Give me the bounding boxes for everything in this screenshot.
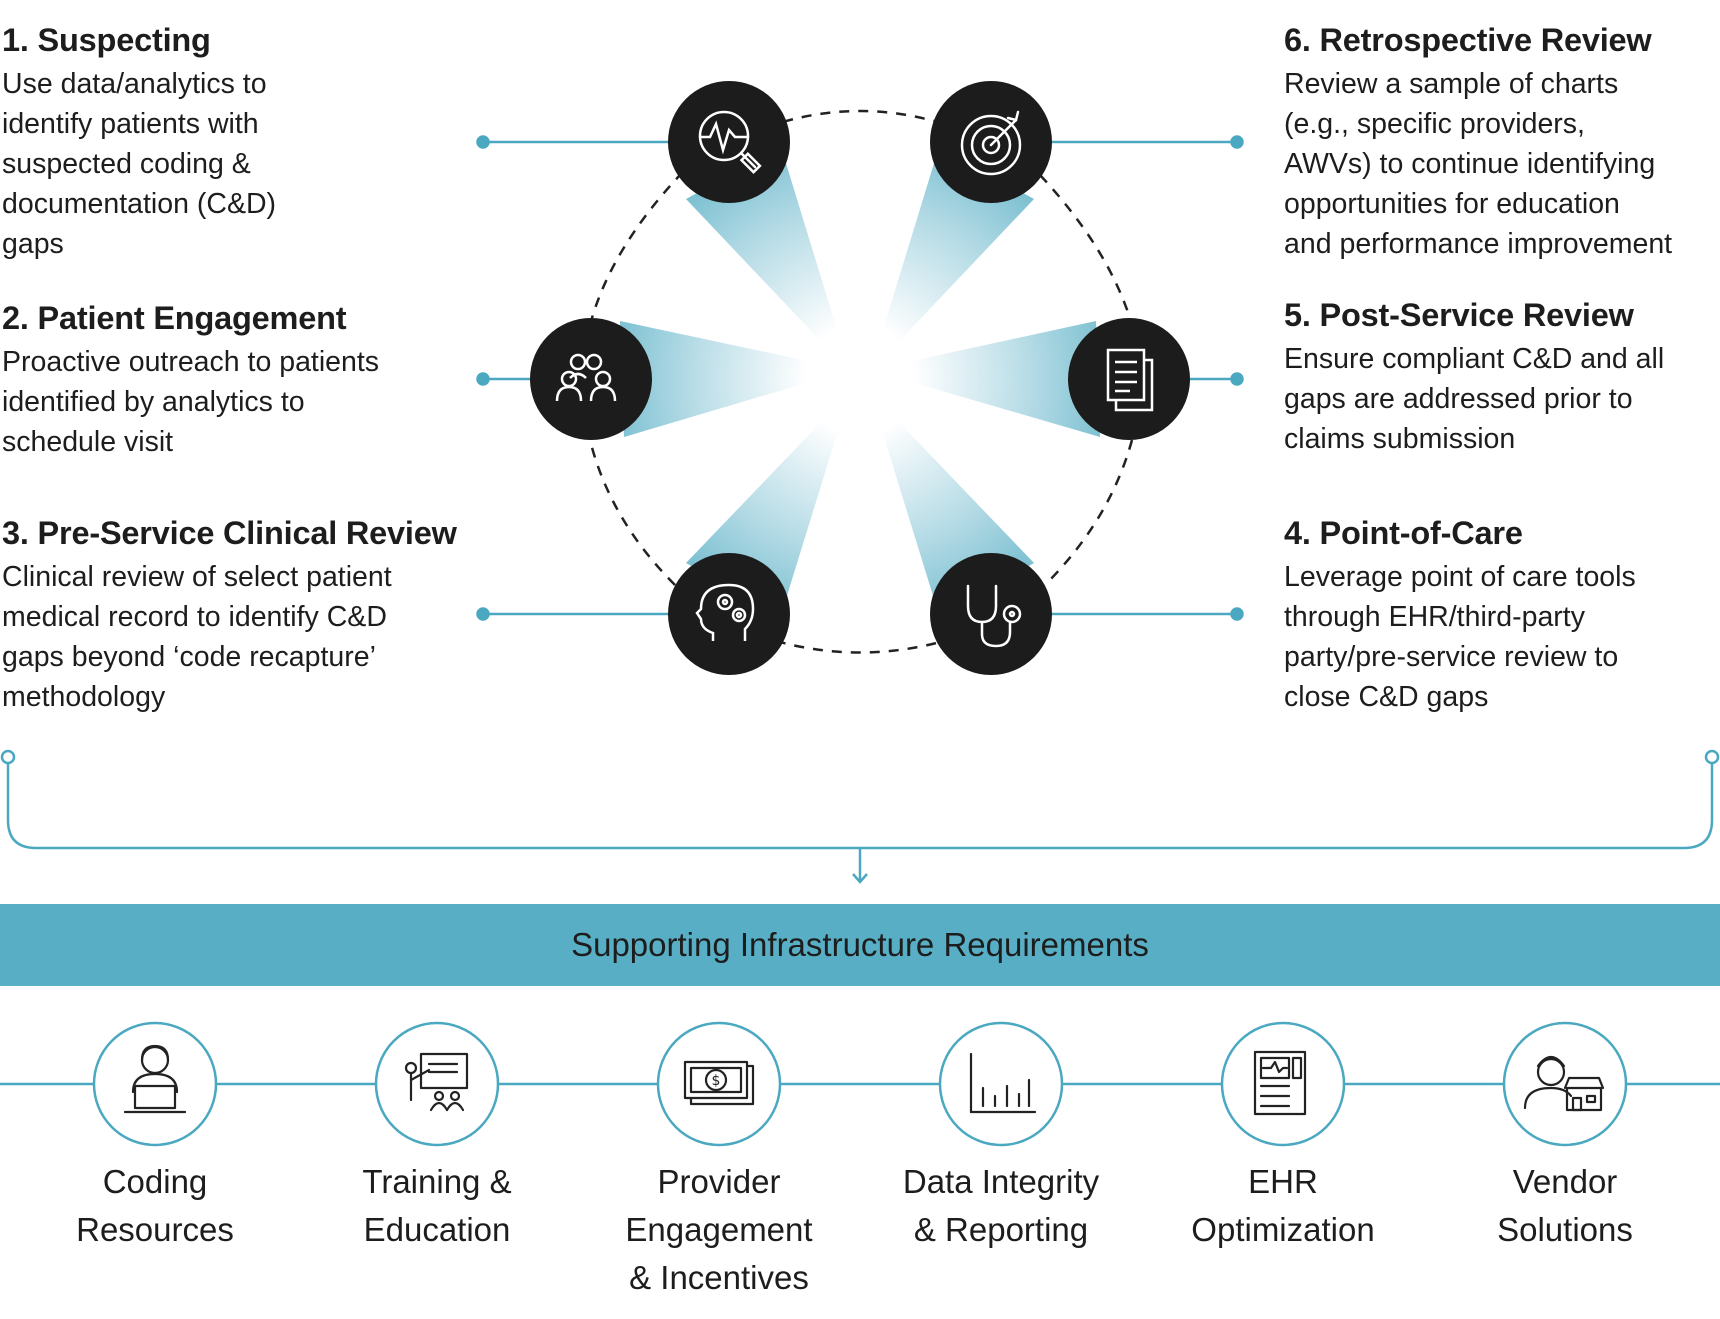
bracket-end-right	[1704, 749, 1720, 765]
svg-text:$: $	[712, 1073, 721, 1089]
step-pre-service: 3. Pre-Service Clinical Review Clinical …	[2, 513, 457, 717]
step-point-of-care: 4. Point-of-Care Leverage point of care …	[1284, 513, 1636, 717]
step-body: Proactive outreach to patients identifie…	[2, 346, 380, 458]
step-patient-engagement: 2. Patient Engagement Proactive outreach…	[2, 298, 379, 462]
money-gear-icon: $	[656, 1021, 782, 1147]
bracket-end-left	[0, 749, 16, 765]
stethoscope-icon	[930, 553, 1052, 675]
step-title: 1. Suspecting	[2, 22, 211, 58]
step-title: 6. Retrospective Review	[1284, 22, 1652, 58]
step-retrospective: 6. Retrospective Review Review a sample …	[1284, 20, 1672, 264]
connector-lines	[476, 135, 1244, 621]
ehr-screen-icon	[1220, 1021, 1346, 1147]
infra-label-coding: Coding Resources	[76, 1163, 234, 1248]
target-icon	[930, 81, 1052, 203]
step-body: Review a sample of charts (e.g., specifi…	[1284, 68, 1673, 260]
step-suspecting: 1. Suspecting Use data/analytics to iden…	[2, 20, 276, 264]
step-body: Use data/analytics to identify patients …	[2, 68, 277, 260]
infrastructure-banner: Supporting Infrastructure Requirements	[0, 904, 1720, 986]
step-post-service: 5. Post-Service Review Ensure compliant …	[1284, 295, 1664, 459]
people-group-icon	[530, 318, 652, 440]
infra-label-data: Data Integrity & Reporting	[902, 1163, 1100, 1248]
infra-label-provider: Provider Engagement & Incentives	[625, 1163, 813, 1296]
step-body: Clinical review of select patient medica…	[2, 561, 392, 713]
step-title: 5. Post-Service Review	[1284, 297, 1634, 333]
bracket-connector	[6, 757, 1714, 884]
analytics-search-icon	[668, 81, 790, 203]
infra-label-ehr: EHR Optimization	[1191, 1163, 1375, 1248]
infra-label-training: Training & Education	[362, 1163, 512, 1248]
infra-label-vendor: Vendor Solutions	[1497, 1163, 1633, 1248]
light-rays	[620, 147, 1100, 615]
infrastructure-title: Supporting Infrastructure Requirements	[571, 926, 1149, 963]
vendor-store-icon	[1502, 1021, 1628, 1147]
presentation-icon	[374, 1021, 500, 1147]
coder-laptop-icon	[92, 1021, 218, 1147]
step-title: 4. Point-of-Care	[1284, 515, 1523, 551]
step-body: Leverage point of care tools through EHR…	[1284, 561, 1636, 713]
bar-chart-icon	[938, 1021, 1064, 1147]
step-body: Ensure compliant C&D and all gaps are ad…	[1284, 343, 1665, 455]
head-gears-icon	[668, 553, 790, 675]
step-title: 3. Pre-Service Clinical Review	[2, 515, 457, 551]
step-title: 2. Patient Engagement	[2, 300, 347, 336]
document-icon	[1068, 318, 1190, 440]
